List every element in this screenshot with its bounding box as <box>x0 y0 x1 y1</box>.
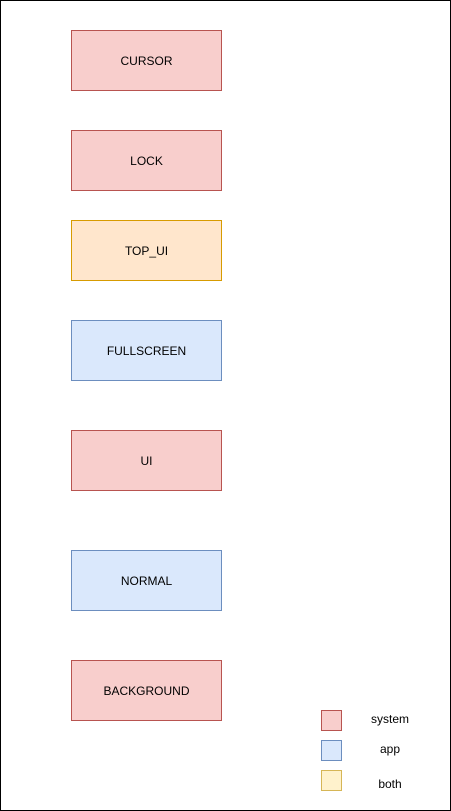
layer-label: BACKGROUND <box>103 683 190 698</box>
layer-ui: UI <box>71 430 222 491</box>
layer-cursor: CURSOR <box>71 30 222 91</box>
layer-label: TOP_UI <box>124 243 169 258</box>
legend-label-both: both <box>378 777 402 791</box>
layer-background: BACKGROUND <box>71 660 222 721</box>
legend-label-app: app <box>379 742 401 756</box>
layer-normal: NORMAL <box>71 550 222 611</box>
layer-label: NORMAL <box>120 573 173 588</box>
layer-label: LOCK <box>130 153 163 168</box>
legend-swatch-system <box>321 710 342 731</box>
layer-fullscreen: FULLSCREEN <box>71 320 222 381</box>
layer-label: CURSOR <box>120 53 173 68</box>
legend-swatch-both <box>321 770 342 791</box>
layer-lock: LOCK <box>71 130 222 191</box>
legend-label-system: system <box>370 712 409 726</box>
layer-label: FULLSCREEN <box>106 343 187 358</box>
legend-swatch-app <box>321 740 342 761</box>
layer-top-ui: TOP_UI <box>71 220 222 281</box>
layer-label: UI <box>140 453 153 468</box>
